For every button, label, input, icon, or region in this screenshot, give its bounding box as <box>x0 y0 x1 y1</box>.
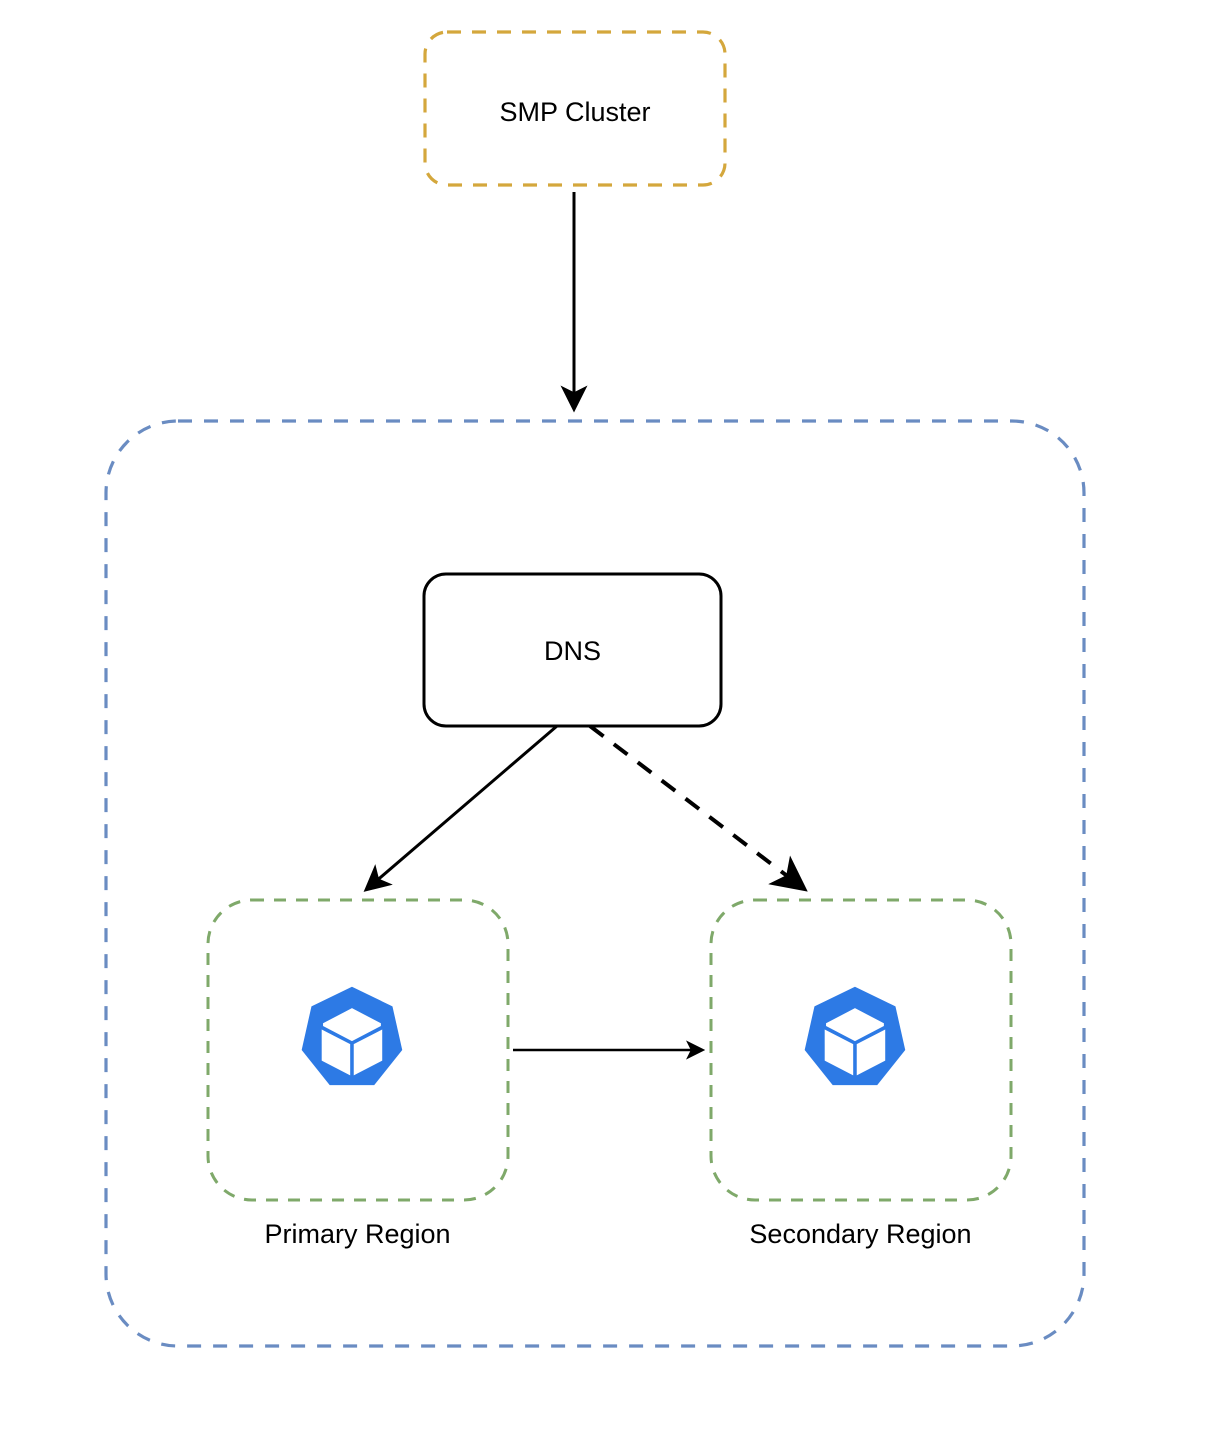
environment-container[interactable] <box>104 419 1086 1348</box>
primary-region-label: Primary Region <box>264 1219 451 1249</box>
kubernetes-icon <box>804 986 906 1086</box>
kubernetes-icon <box>301 986 403 1086</box>
smp-cluster-label: SMP Cluster <box>499 97 651 127</box>
secondary-region-label: Secondary Region <box>749 1219 972 1249</box>
dns-label: DNS <box>543 636 601 666</box>
edge-dns-to-secondary <box>588 724 808 892</box>
dns-node[interactable] <box>422 572 723 728</box>
smp-cluster-node[interactable] <box>423 30 727 187</box>
edge-dns-to-primary <box>363 724 558 892</box>
